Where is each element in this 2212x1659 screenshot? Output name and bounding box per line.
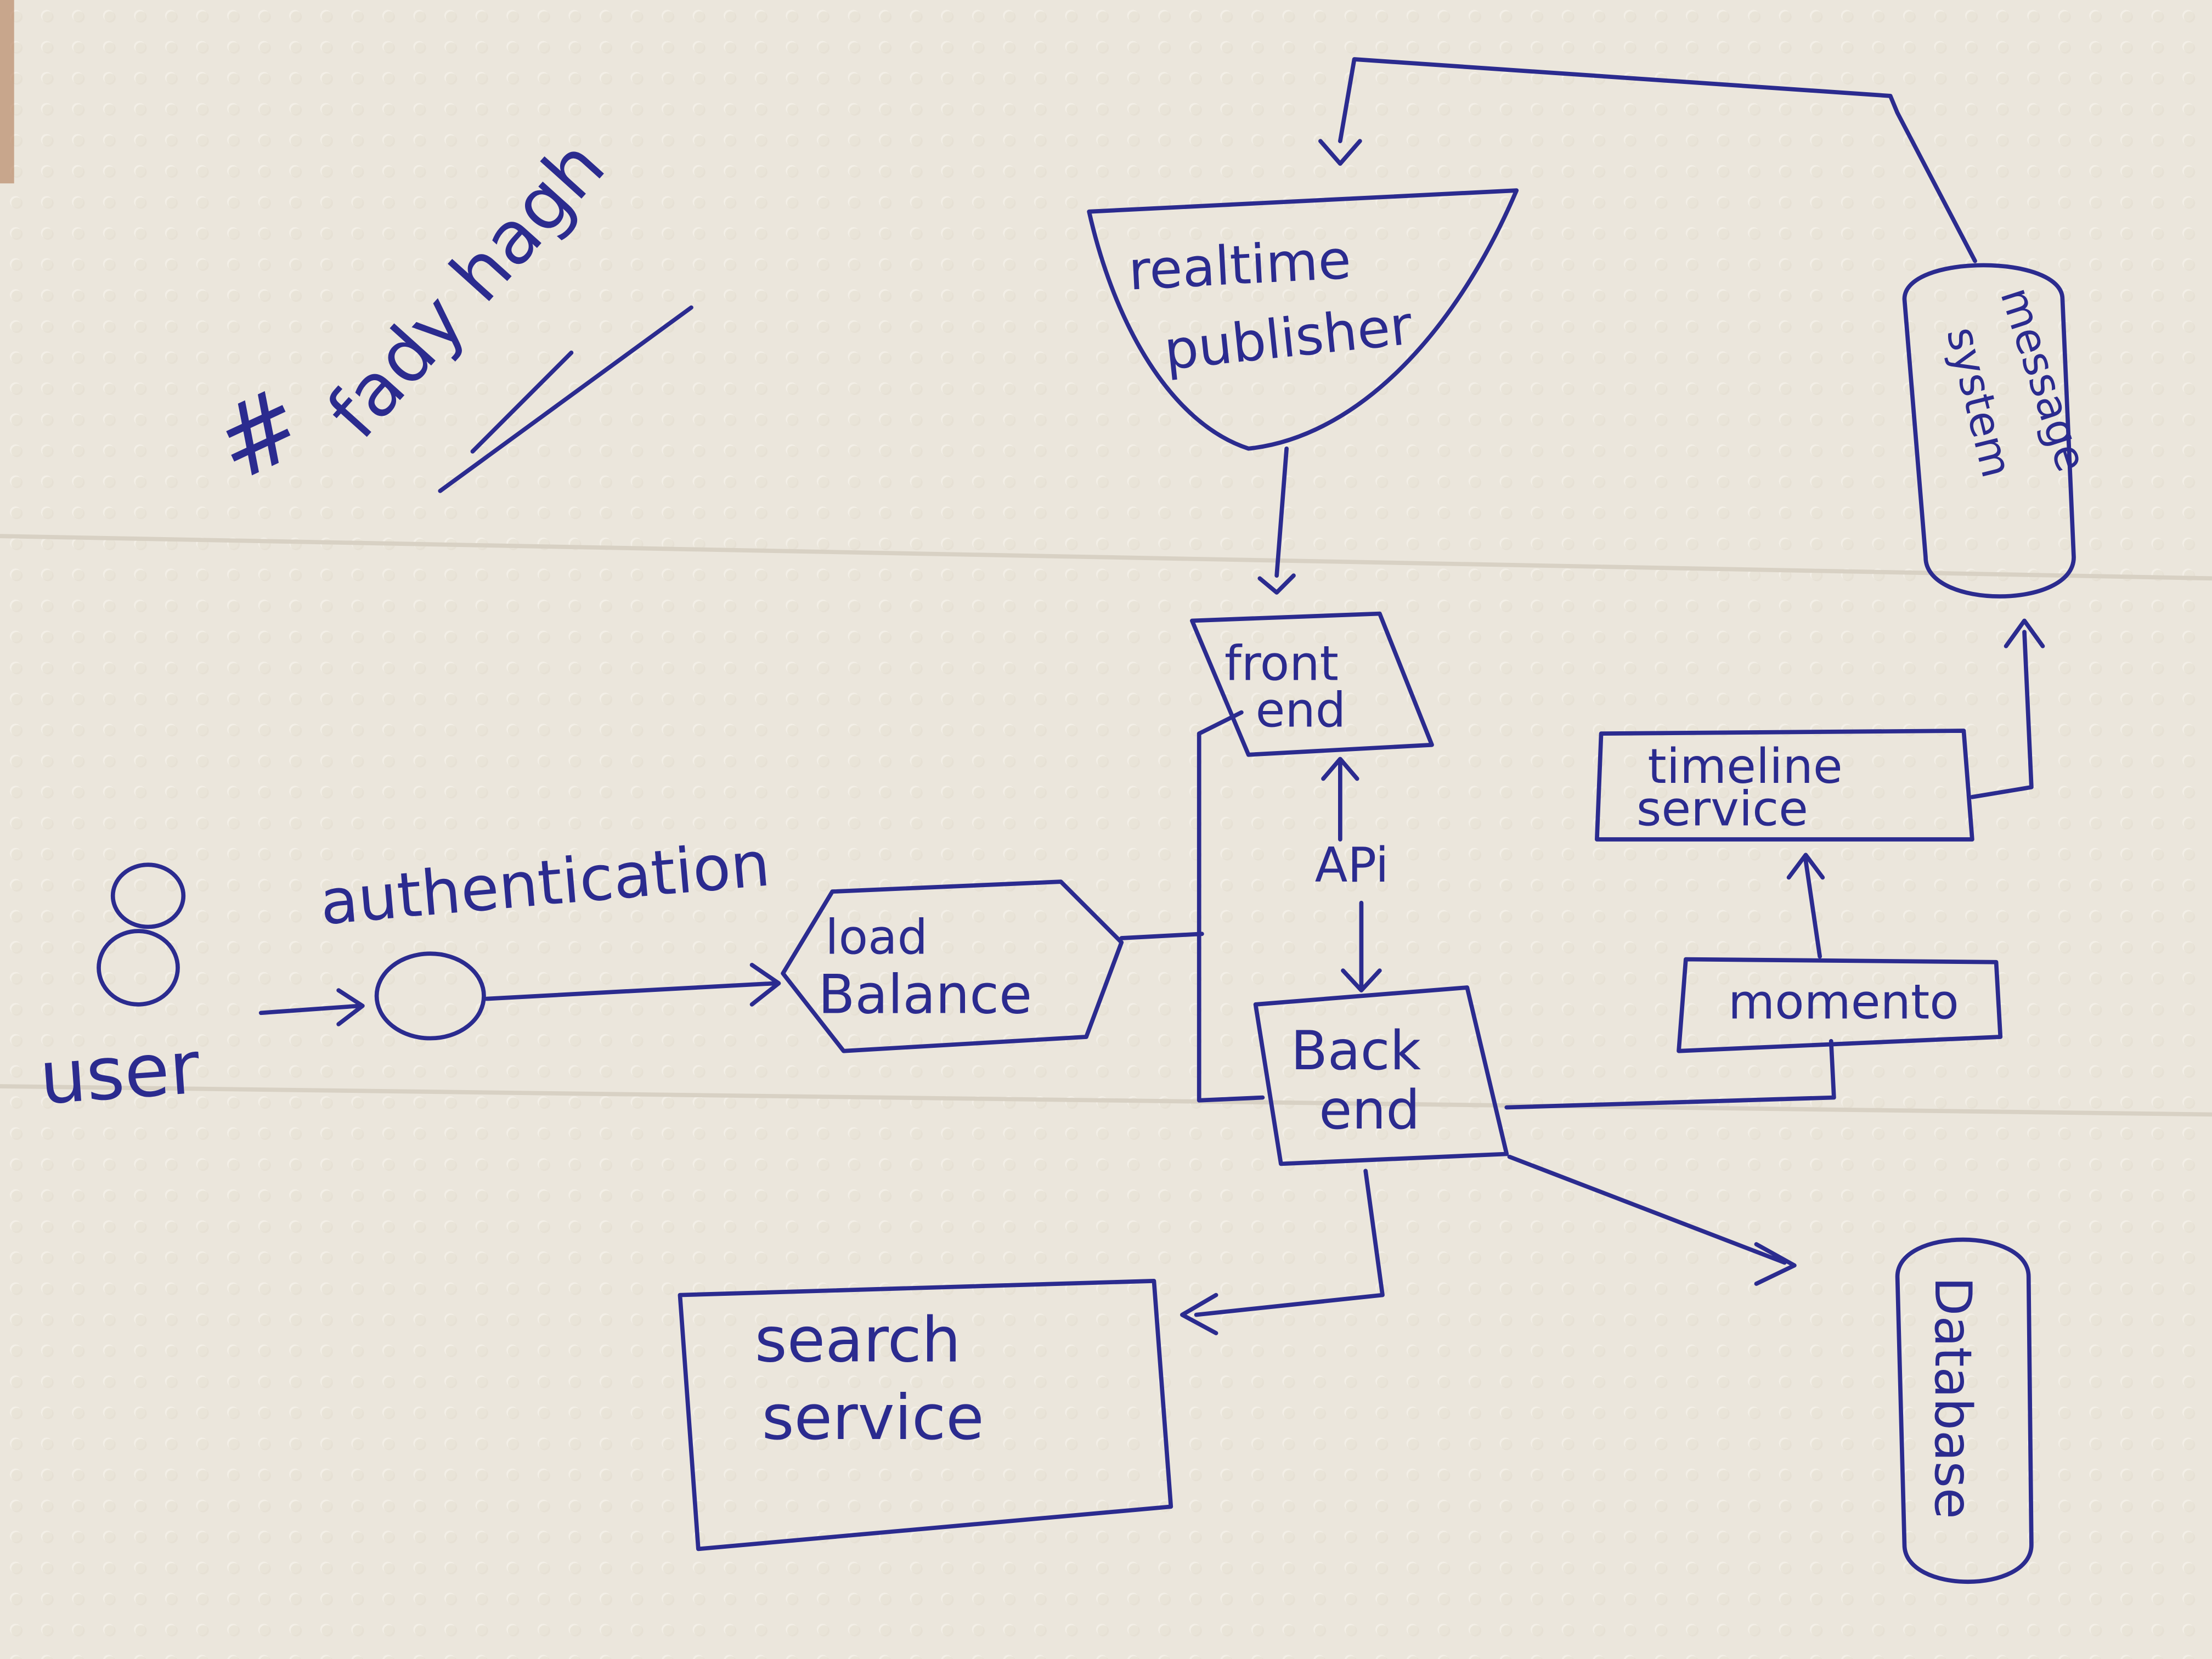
user-icon (97, 862, 186, 1007)
database-label: Database (1923, 1277, 1983, 1519)
arrow-timeline-to-message (1970, 618, 2045, 799)
search-service-label-2: service (762, 1381, 984, 1454)
arrow-authentication-to-load-balance (484, 963, 781, 1007)
arrow-message-to-publisher (1318, 57, 1977, 263)
back-end-label-1: Back (1291, 1020, 1421, 1082)
momento-node (1677, 957, 2003, 1053)
realtime-publisher-label-1: realtime (1127, 229, 1352, 303)
api-label: APi (1315, 837, 1389, 893)
arrow-backend-to-database (1507, 1154, 1797, 1286)
timeline-service-node (1595, 729, 1974, 842)
back-end-node (1253, 985, 1509, 1166)
realtime-publisher-node (1087, 188, 1519, 451)
signature-underline (438, 305, 693, 493)
arrow-api-down (1341, 900, 1382, 993)
timeline-service-label-1: timeline (1647, 738, 1842, 794)
arrow-api-up (1321, 757, 1359, 842)
arrow-publisher-to-frontend (1257, 446, 1296, 595)
momento-label: momento (1728, 974, 1959, 1030)
arrow-backend-to-search (1180, 1169, 1385, 1335)
napkin-fold-line (0, 534, 2212, 581)
load-balance-label-2: Balance (818, 963, 1032, 1026)
front-end-label-1: front (1224, 635, 1339, 691)
arrow-momento-to-timeline (1786, 853, 1825, 959)
signature (438, 305, 693, 493)
user-label: user (37, 1025, 202, 1121)
search-service-node (678, 1279, 1173, 1551)
connector-backend-to-momento (1504, 1039, 1836, 1110)
search-service-label-1: search (755, 1304, 961, 1376)
front-end-label-2: end (1256, 682, 1346, 738)
napkin-fold-line-2 (0, 1084, 2212, 1117)
timeline-service-label-2: service (1637, 781, 1808, 837)
authentication-icon (374, 951, 486, 1041)
front-end-node (1190, 611, 1434, 757)
arrow-user-to-authentication (258, 988, 365, 1026)
napkin-edge-shadow (0, 0, 14, 184)
back-end-label-2: end (1319, 1079, 1420, 1142)
load-balance-node (781, 879, 1124, 1053)
load-balance-label-1: load (825, 909, 928, 965)
database-node (1895, 1237, 2034, 1584)
message-system-node (1902, 263, 2076, 599)
